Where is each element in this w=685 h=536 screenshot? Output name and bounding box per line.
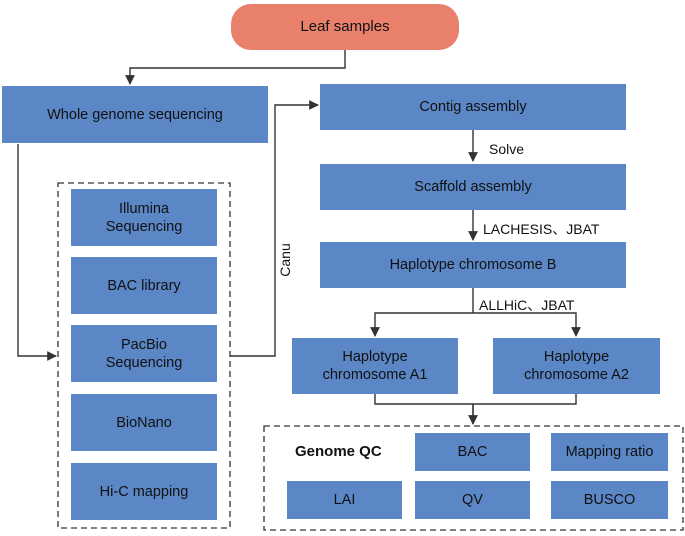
- bionano-node: BioNano: [71, 394, 217, 451]
- edge-wgs-to-methods: [17, 144, 57, 361]
- genome-qc-title: Genome QC: [295, 443, 382, 460]
- edge-pacbio-to-contig: [230, 100, 319, 357]
- whole-genome-sequencing-node: Whole genome sequencing: [2, 86, 268, 143]
- qc-busco-node: BUSCO: [551, 481, 668, 519]
- genome-qc-group: [263, 425, 684, 531]
- qc-bac-node: BAC: [415, 433, 530, 471]
- bac-library-node: BAC library: [71, 257, 217, 314]
- edge-to-hapa2: [473, 312, 581, 337]
- qc-mapping-ratio-node: Mapping ratio: [551, 433, 668, 471]
- haplotype-chromosome-b-node: Haplotype chromosome B: [320, 242, 626, 288]
- edge-leaf-to-wgs: [125, 48, 346, 85]
- scaffold-assembly-node: Scaffold assembly: [320, 164, 626, 210]
- canu-label: Canu: [277, 243, 293, 277]
- haplotype-chromosome-a2-node: Haplotype chromosome A2: [493, 338, 660, 394]
- haplotype-chromosome-a1-node: Haplotype chromosome A1: [292, 338, 458, 394]
- hi-c-mapping-node: Hi-C mapping: [71, 463, 217, 520]
- leaf-samples-node: Leaf samples: [231, 4, 459, 50]
- pacbio-sequencing-node: PacBio Sequencing: [71, 325, 217, 382]
- qc-qv-node: QV: [415, 481, 530, 519]
- allhic-jbat-label: ALLHiC、JBAT: [479, 297, 575, 313]
- qc-lai-node: LAI: [287, 481, 402, 519]
- lachesis-jbat-label: LACHESIS、JBAT: [483, 221, 600, 237]
- edge-to-hapa1: [370, 312, 473, 337]
- edge-haps-to-qc: [374, 394, 577, 424]
- contig-assembly-node: Contig assembly: [320, 84, 626, 130]
- solve-label: Solve: [489, 141, 525, 157]
- illumina-sequencing-node: Illumina Sequencing: [71, 189, 217, 246]
